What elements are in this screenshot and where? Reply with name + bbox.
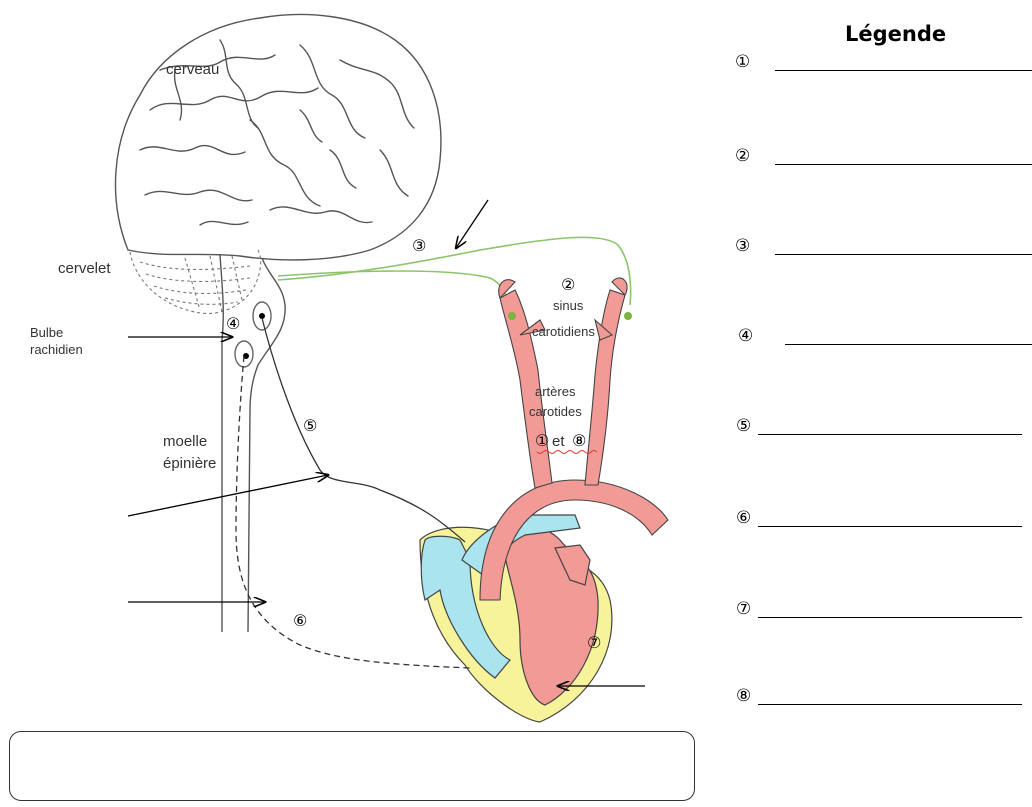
label-et: et bbox=[552, 433, 565, 450]
brain-illustration bbox=[116, 14, 441, 259]
marker-1-diagram: ① bbox=[535, 431, 549, 450]
label-sinus-1: sinus bbox=[553, 298, 584, 313]
marker-6-diagram: ⑥ bbox=[293, 611, 307, 630]
legend-answer-line[interactable] bbox=[775, 254, 1032, 255]
heart-illustration bbox=[420, 515, 612, 722]
legend-number: ③ bbox=[735, 236, 750, 256]
legend-row-2: ② bbox=[735, 146, 1032, 170]
ganglion-left bbox=[508, 312, 516, 320]
label-arteres-2: carotides bbox=[529, 404, 582, 419]
legend-number: ⑧ bbox=[736, 686, 751, 706]
label-bulbe-2: rachidien bbox=[30, 342, 83, 357]
label-moelle-1: moelle bbox=[163, 433, 207, 450]
marker-8-diagram: ⑧ bbox=[572, 431, 586, 450]
legend-title: Légende bbox=[845, 22, 946, 46]
legend-number: ④ bbox=[738, 326, 753, 346]
marker-2-diagram: ② bbox=[561, 275, 575, 294]
legend-answer-line[interactable] bbox=[775, 164, 1032, 165]
legend-number: ⑦ bbox=[736, 599, 751, 619]
legend-number: ⑤ bbox=[736, 416, 751, 436]
legend-answer-line[interactable] bbox=[785, 344, 1032, 345]
label-moelle-2: épinière bbox=[163, 455, 216, 472]
legend-row-6: ⑥ bbox=[736, 508, 1022, 532]
legend-row-1: ① bbox=[735, 52, 1032, 76]
legend-answer-line[interactable] bbox=[758, 434, 1022, 435]
legend-answer-line[interactable] bbox=[758, 704, 1022, 705]
legend-answer-line[interactable] bbox=[758, 617, 1022, 618]
label-cervelet: cervelet bbox=[58, 260, 111, 277]
legend-row-7: ⑦ bbox=[736, 599, 1022, 623]
ganglion-right bbox=[624, 312, 632, 320]
marker-4-diagram: ④ bbox=[226, 314, 240, 333]
marker-5-diagram: ⑤ bbox=[303, 416, 317, 435]
legend-number: ② bbox=[735, 146, 750, 166]
legend-row-4: ④ bbox=[738, 326, 1032, 350]
legend-answer-line[interactable] bbox=[775, 70, 1032, 71]
legend-number: ① bbox=[735, 52, 750, 72]
legend-row-5: ⑤ bbox=[736, 416, 1022, 440]
answer-box[interactable] bbox=[9, 731, 695, 801]
legend-row-3: ③ bbox=[735, 236, 1032, 260]
label-arteres-1: artères bbox=[535, 384, 576, 399]
marker-7-diagram: ⑦ bbox=[587, 633, 601, 652]
label-bulbe-1: Bulbe bbox=[30, 325, 63, 340]
legend-answer-line[interactable] bbox=[758, 526, 1022, 527]
cerebellum-illustration bbox=[130, 250, 261, 313]
legend-number: ⑥ bbox=[736, 508, 751, 528]
marker-3-diagram: ③ bbox=[412, 236, 426, 255]
label-cerveau: cerveau bbox=[166, 61, 219, 78]
legend-row-8: ⑧ bbox=[736, 686, 1022, 710]
nerve-5 bbox=[262, 318, 465, 542]
label-sinus-2: carotidiens bbox=[532, 324, 595, 339]
spinal-cord-illustration bbox=[220, 255, 285, 632]
